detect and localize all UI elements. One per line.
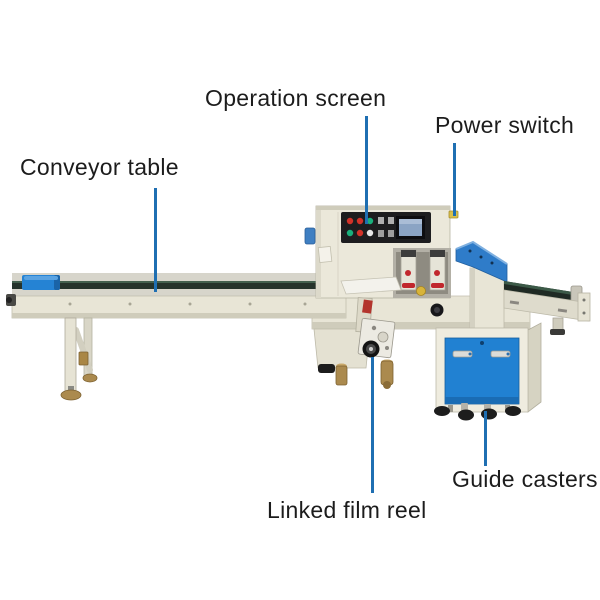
panel-button-green bbox=[346, 229, 354, 237]
conveyor-table bbox=[6, 273, 347, 401]
caster-wheel bbox=[458, 409, 474, 421]
panel-button-red bbox=[356, 229, 364, 237]
output-conveyor bbox=[503, 281, 591, 335]
power-switch-leader-line bbox=[453, 143, 456, 216]
body-sticker bbox=[317, 245, 333, 264]
panel-button-red bbox=[346, 217, 354, 225]
panel-button-green bbox=[366, 217, 374, 225]
caster-wheel bbox=[505, 406, 521, 416]
base-pedestal bbox=[313, 328, 371, 369]
power-switch-label: Power switch bbox=[435, 112, 575, 138]
operation-screen-label: Operation screen bbox=[205, 85, 387, 111]
operation-screen-leader-line bbox=[365, 116, 368, 224]
conveyor-table-leader-line bbox=[154, 188, 157, 292]
cabinet-handle bbox=[452, 350, 473, 358]
side-clamp bbox=[304, 227, 316, 245]
leg-foot bbox=[82, 373, 98, 383]
film-reel-assembly bbox=[355, 297, 396, 389]
leg-foot bbox=[60, 389, 82, 401]
sealing-jaws bbox=[340, 248, 451, 298]
conveyor-table-label: Conveyor table bbox=[20, 154, 179, 180]
cabinet-handle bbox=[490, 350, 511, 358]
table-legs bbox=[60, 317, 98, 401]
caster-wheel bbox=[434, 406, 450, 416]
guide-casters-label: Guide casters bbox=[452, 466, 598, 492]
conveyor-belt bbox=[12, 281, 346, 289]
brass-roller-foot bbox=[335, 365, 348, 386]
linked-film-reel-label: Linked film reel bbox=[267, 497, 427, 523]
jaw-handle-red bbox=[431, 283, 444, 288]
cabinet bbox=[435, 322, 542, 413]
pedestal-foot bbox=[318, 364, 335, 373]
film-reel-leader-line bbox=[371, 357, 374, 493]
control-panel bbox=[341, 212, 431, 243]
jaw-handle-red bbox=[402, 283, 415, 288]
cabinet-door bbox=[444, 337, 520, 405]
infeed-plate bbox=[340, 276, 402, 295]
panel-button-red bbox=[356, 217, 364, 225]
guide-casters-leader-line bbox=[484, 411, 487, 466]
panel-button-white bbox=[366, 229, 374, 237]
